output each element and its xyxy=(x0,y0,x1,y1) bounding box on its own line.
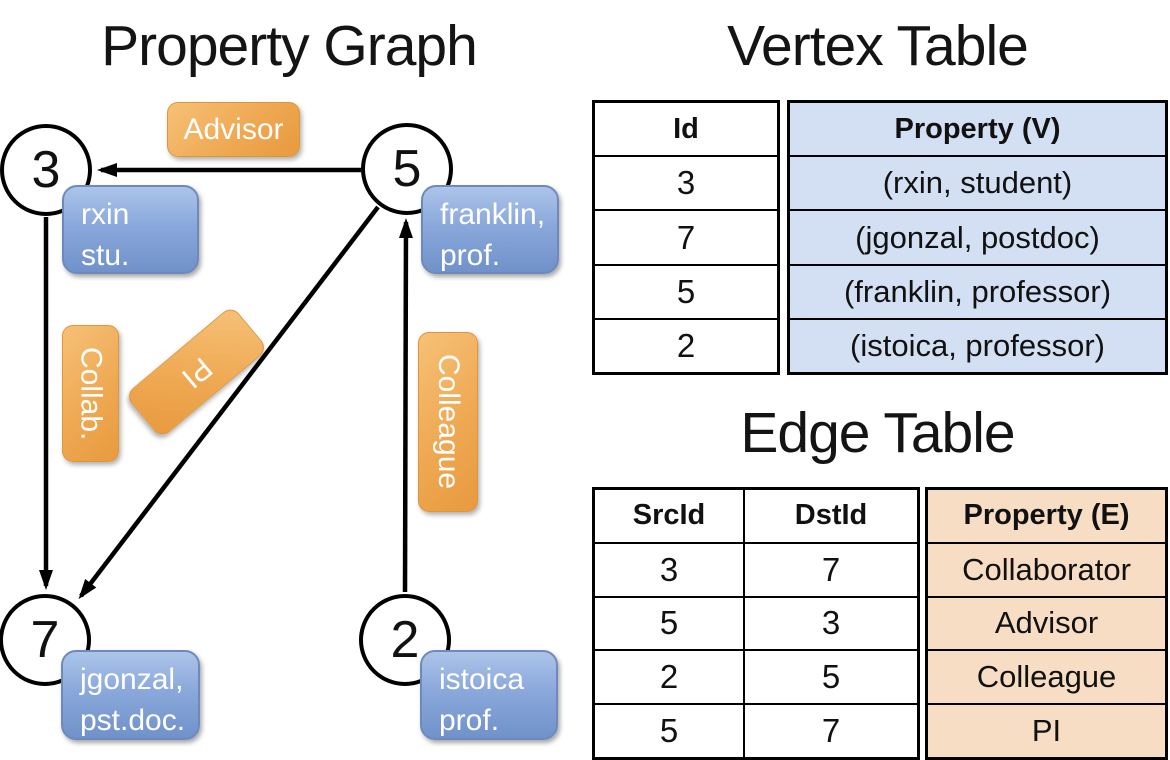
edge-table-cell-dstid: 7 xyxy=(745,703,917,757)
edge-table-cell-dstid: 5 xyxy=(745,649,917,703)
vertex-table-cell-property: (jgonzal, postdoc) xyxy=(790,209,1165,264)
edge-table-cell-srcid: 2 xyxy=(595,649,743,703)
node-circle-5: 5 xyxy=(361,123,453,215)
node-id-label: 3 xyxy=(31,141,61,199)
edge-label-advisor: Advisor xyxy=(167,102,300,157)
edge-label-text: Colleague xyxy=(432,354,465,490)
node-id-label: 5 xyxy=(392,140,422,198)
page-title-property-graph: Property Graph xyxy=(101,14,478,78)
edge-table-cell-property: Advisor xyxy=(928,595,1165,650)
edge-table-cell-dstid: 3 xyxy=(745,595,917,650)
property-line: jgonzal, xyxy=(80,663,184,696)
property-line: rxin xyxy=(81,198,130,231)
edge-table-cell-property: Collaborator xyxy=(928,541,1165,596)
vertex-table-property-column: Property (V) (rxin, student) (jgonzal, p… xyxy=(787,100,1168,375)
vertex-table-cell-id: 7 xyxy=(595,209,777,263)
property-line: franklin, xyxy=(440,198,546,231)
edge-line-2-to-5 xyxy=(398,218,413,593)
edge-line-5-to-7 xyxy=(78,205,380,600)
property-line: istoica xyxy=(439,663,525,696)
property-line: prof. xyxy=(440,239,501,273)
edge-table-cell-dstid: 7 xyxy=(745,541,917,596)
edge-table-title: Edge Table xyxy=(740,401,1015,465)
edge-table-id-columns: SrcId 3 5 2 5 DstId 7 3 5 7 xyxy=(592,487,920,760)
vertex-table-header-property: Property (V) xyxy=(790,103,1165,156)
vertex-table-cell-property: (franklin, professor) xyxy=(790,263,1165,318)
property-line: pst.doc. xyxy=(80,704,186,738)
edge-table-header-srcid: SrcId xyxy=(632,499,706,532)
edge-table-header-dstid: DstId xyxy=(794,499,868,532)
edge-table-cell-srcid: 5 xyxy=(595,703,743,757)
edge-table-dstid-column: DstId 7 3 5 7 xyxy=(743,490,917,757)
vertex-table-header-id: Id xyxy=(673,112,699,145)
edge-table-srcid-column: SrcId 3 5 2 5 xyxy=(595,490,743,757)
edge-table-cell-property: PI xyxy=(928,703,1165,757)
property-line: stu. xyxy=(81,239,130,273)
node-id-label: 2 xyxy=(390,611,420,669)
vertex-table-cell-property: (istoica, professor) xyxy=(790,317,1165,373)
edge-label-text: Collab. xyxy=(74,346,108,441)
edge-label-text: Advisor xyxy=(183,112,284,146)
vertex-table-cell-property: (rxin, student) xyxy=(790,155,1165,210)
edge-label-collab: Collab. xyxy=(62,325,119,462)
vertex-table-id-column: Id 3 7 5 2 xyxy=(592,100,780,375)
property-box-franklin: franklin, prof. xyxy=(421,185,559,274)
vertex-table-cell-id: 2 xyxy=(595,317,777,372)
edge-table-cell-srcid: 5 xyxy=(595,595,743,650)
node-id-label: 7 xyxy=(30,611,60,669)
node-circle-2: 2 xyxy=(359,594,451,686)
edge-label-colleague: Colleague xyxy=(418,332,478,512)
property-box-jgonzal: jgonzal, pst.doc. xyxy=(61,650,200,740)
edge-table-property-column: Property (E) Collaborator Advisor Collea… xyxy=(925,487,1168,760)
edge-table-cell-srcid: 3 xyxy=(595,541,743,596)
graph-edges-svg xyxy=(39,163,413,600)
edge-label-text: PI xyxy=(175,350,219,395)
edge-table-cell-property: Colleague xyxy=(928,649,1165,704)
property-box-istoica: istoica prof. xyxy=(420,650,558,740)
vertex-table-cell-id: 3 xyxy=(595,155,777,209)
edge-table-header-property: Property (E) xyxy=(928,490,1165,542)
vertex-table-title: Vertex Table xyxy=(727,14,1029,78)
property-box-rxin: rxin stu. xyxy=(62,185,199,274)
property-line: prof. xyxy=(439,704,500,738)
vertex-table-cell-id: 5 xyxy=(595,263,777,318)
